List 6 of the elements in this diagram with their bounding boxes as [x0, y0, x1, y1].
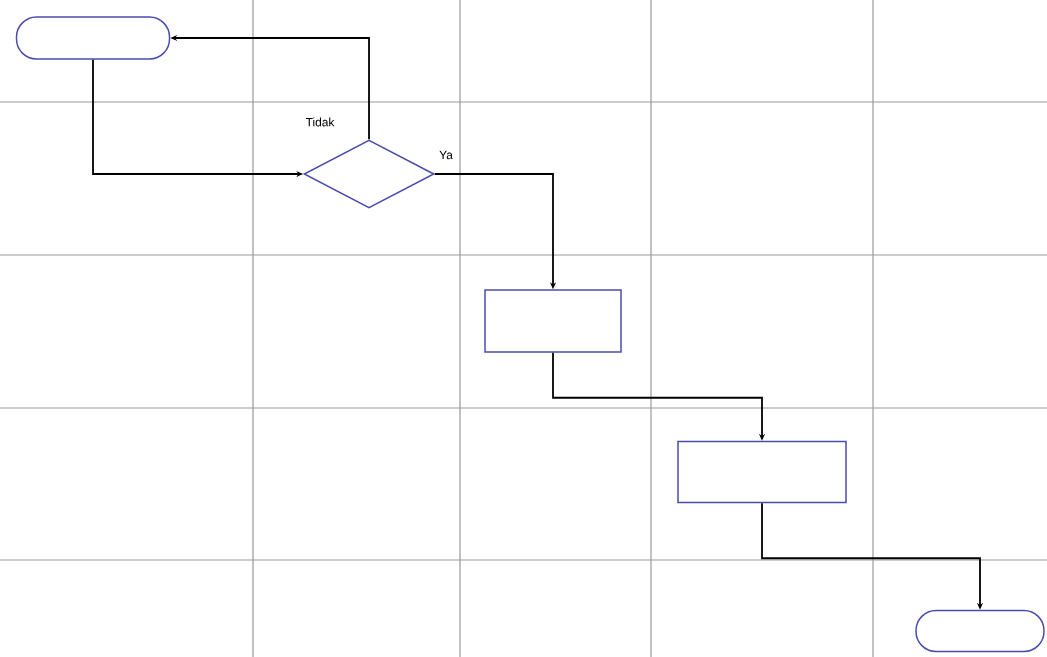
edge-label: Tidak	[304, 116, 336, 128]
edge-label: Ya	[438, 149, 454, 161]
terminal-shape	[915, 609, 1045, 653]
process-box	[677, 440, 847, 504]
process-box	[484, 289, 622, 353]
terminal-shape	[15, 16, 171, 60]
